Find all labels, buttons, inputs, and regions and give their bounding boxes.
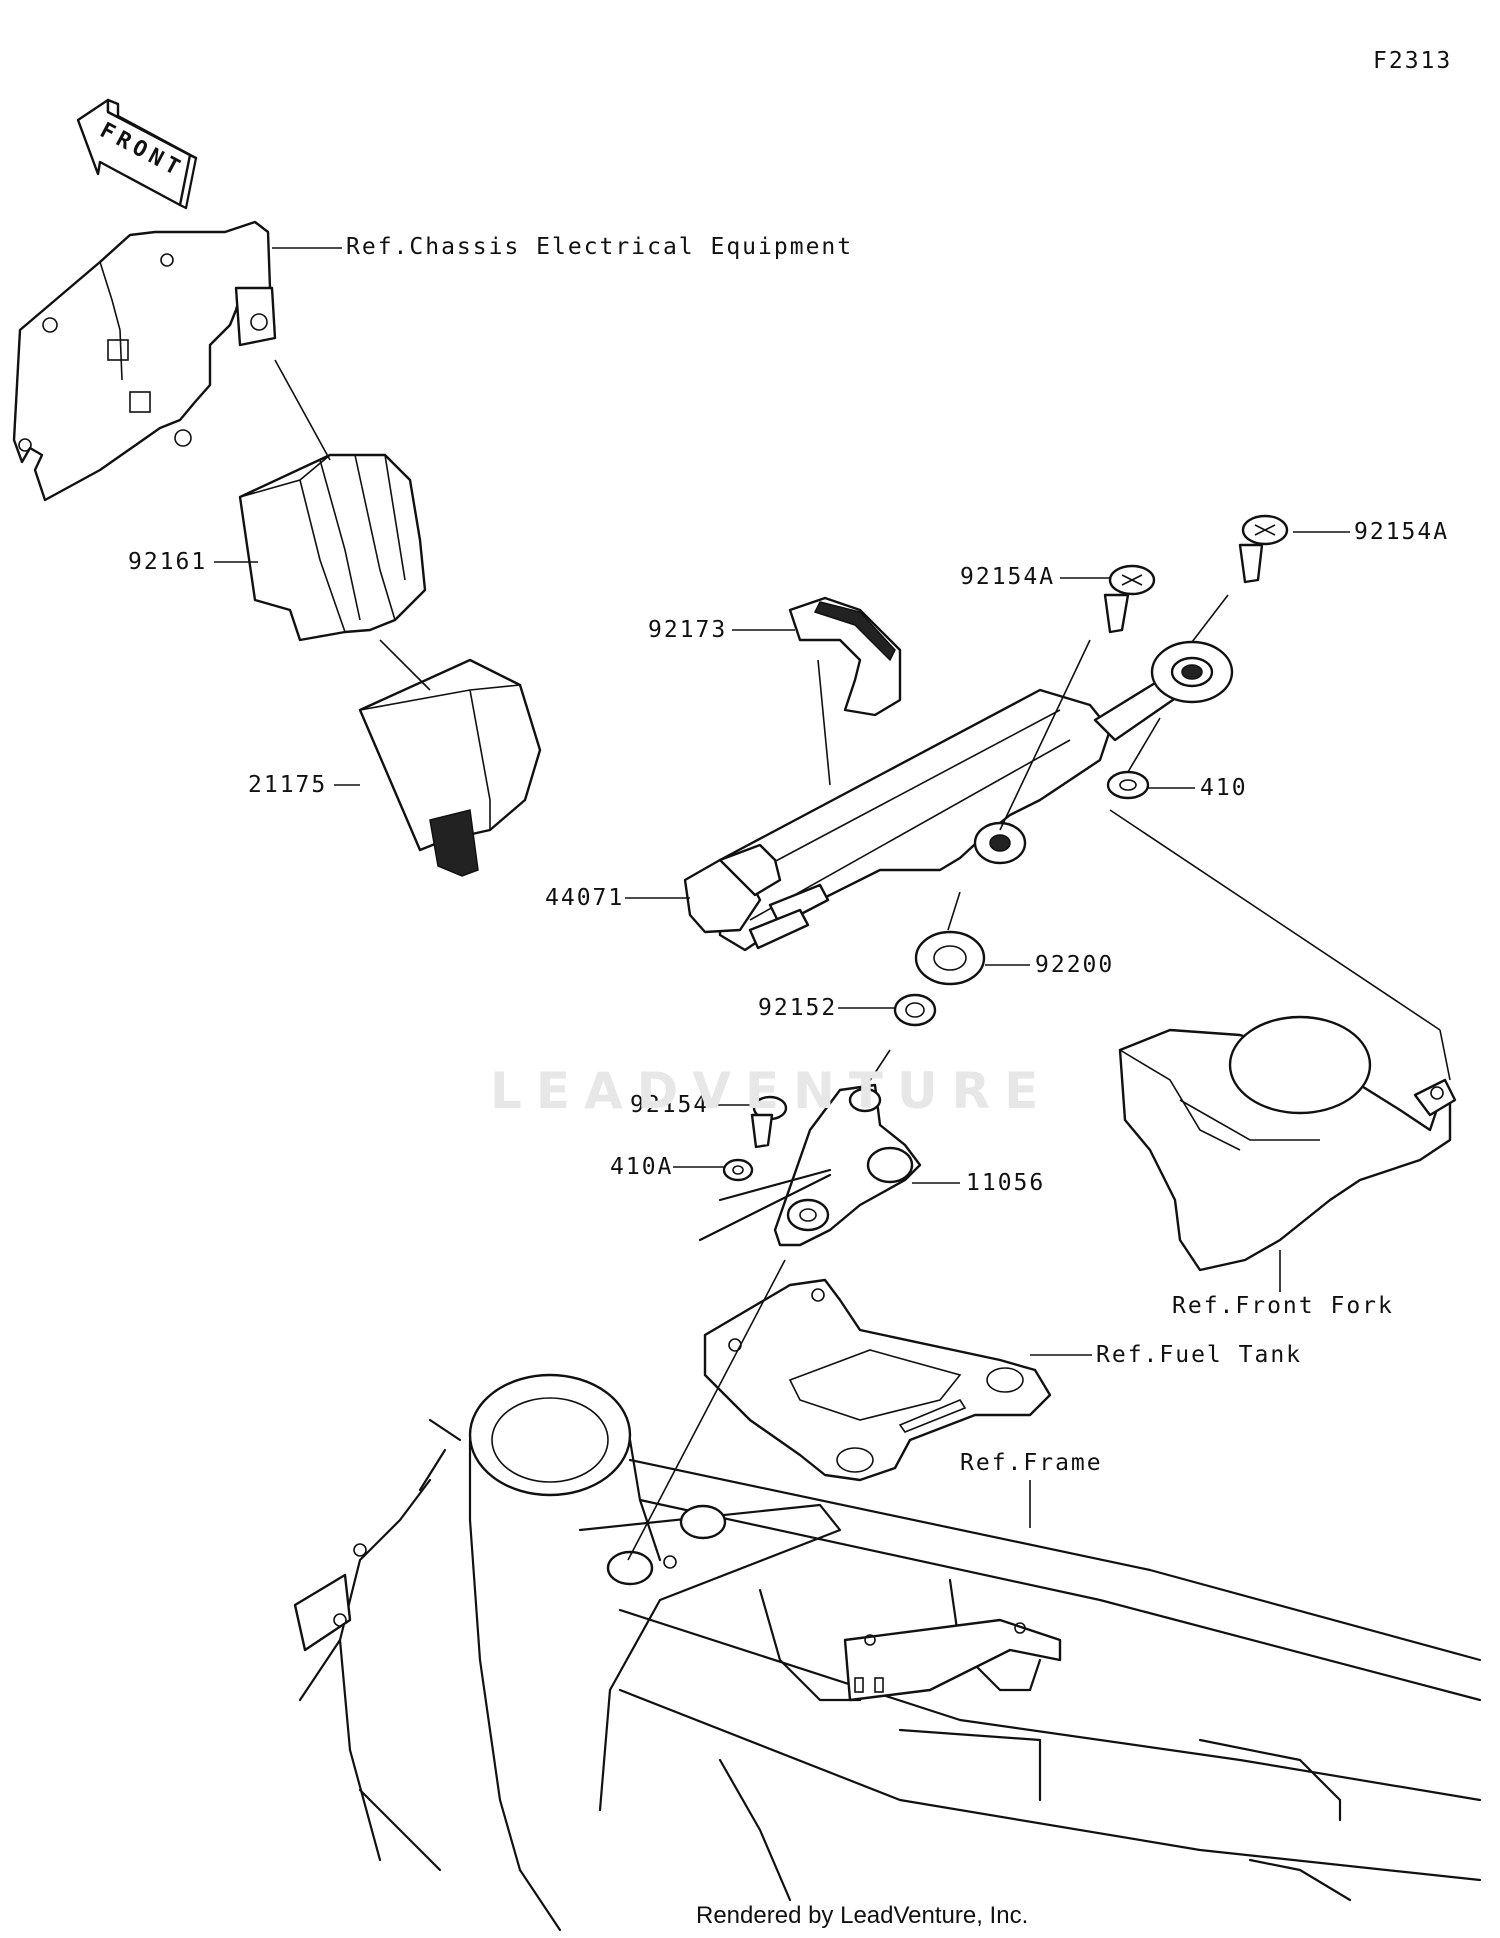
- footer-credit: Rendered by LeadVenture, Inc.: [696, 1902, 1029, 1929]
- part-label-21175: 21175: [248, 772, 328, 798]
- ref-front-fork-label: Ref.Front Fork: [1172, 1293, 1394, 1319]
- part-label-92200: 92200: [1035, 952, 1115, 978]
- part-label-92154A-mid: 92154A: [960, 564, 1056, 590]
- part-92161-cover: [238, 453, 427, 642]
- part-92173-clamp: [788, 596, 902, 717]
- part-label-44071: 44071: [545, 885, 625, 911]
- ref-frame-label: Ref.Frame: [960, 1450, 1103, 1476]
- front-fork-bracket: [1118, 1015, 1457, 1272]
- part-label-92161: 92161: [128, 549, 208, 575]
- leader-lines: [214, 247, 1451, 1561]
- part-label-92154A-top: 92154A: [1354, 519, 1450, 545]
- ref-chassis-electrical-label: Ref.Chassis Electrical Equipment: [346, 234, 854, 260]
- front-arrow-icon: [76, 98, 198, 210]
- part-label-410A: 410A: [610, 1154, 674, 1180]
- part-label-92152: 92152: [758, 995, 838, 1021]
- part-44071-steering-damper: [683, 640, 1234, 952]
- part-410-washer: [1106, 770, 1150, 800]
- ref-fuel-tank-label: Ref.Fuel Tank: [1096, 1342, 1303, 1368]
- part-410A-washer: [722, 1158, 754, 1182]
- part-92200-bushing: [914, 930, 986, 986]
- part-92154A-screw-top: [1238, 514, 1289, 584]
- part-label-92154: 92154: [630, 1092, 710, 1118]
- part-92154A-screw-mid: [1103, 564, 1156, 634]
- part-label-92173: 92173: [648, 617, 728, 643]
- chassis-bracket: [12, 220, 277, 502]
- figure-code: F2313: [1373, 48, 1453, 74]
- part-21175-unit: [358, 658, 542, 877]
- part-92154-bolt: [750, 1095, 788, 1149]
- part-label-410: 410: [1200, 775, 1248, 801]
- fuel-tank-bracket: [703, 1278, 1052, 1482]
- frame: [293, 1373, 1482, 1932]
- watermark: LEADVENTURE: [490, 1062, 1053, 1120]
- part-11056-bracket: [698, 1083, 922, 1247]
- part-label-11056: 11056: [966, 1170, 1046, 1196]
- part-92152-collar: [893, 993, 937, 1027]
